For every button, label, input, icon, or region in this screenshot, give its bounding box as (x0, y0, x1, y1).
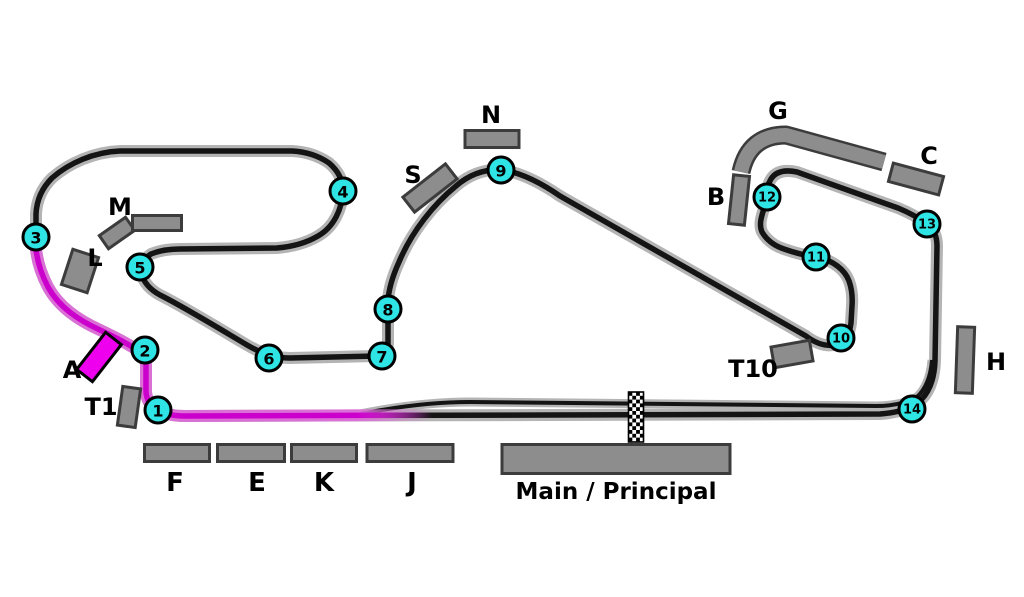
grandstand-label-e: E (248, 468, 266, 498)
grandstand-label-f: F (166, 468, 184, 498)
grandstand-m2 (131, 214, 183, 232)
turn-marker-14: 14 (897, 394, 927, 424)
grandstand-label-s: S (404, 161, 421, 189)
turn-marker-10: 10 (826, 323, 856, 353)
turn-number-1: 1 (152, 402, 163, 421)
turn-marker-8: 8 (373, 294, 403, 324)
start-finish-line (627, 391, 645, 443)
turn-number-3: 3 (30, 229, 41, 248)
grandstand-b (726, 173, 752, 227)
grandstand-label-l: L (87, 244, 102, 272)
grandstand-f (143, 443, 211, 463)
turn-number-9: 9 (495, 162, 506, 181)
grandstand-m (97, 215, 137, 251)
turn-number-12: 12 (758, 191, 776, 206)
grandstand-l (59, 247, 101, 295)
grandstand-e (216, 443, 286, 463)
grandstand-label-n: N (481, 101, 501, 129)
grandstands-layer (59, 129, 977, 475)
grandstand-label-b: B (707, 183, 725, 211)
grandstand-label-c: C (920, 142, 938, 170)
track-outline-casing (30, 145, 943, 422)
grandstand-s (400, 161, 460, 215)
turn-number-6: 6 (263, 350, 274, 369)
turn-number-7: 7 (376, 348, 387, 367)
grandstand-label-a: A (63, 356, 82, 384)
grandstand-label-g: G (768, 97, 788, 125)
grandstand-t1 (115, 384, 143, 430)
grandstand-label-m: M (108, 193, 132, 221)
grandstand-label-h: H (986, 348, 1006, 376)
turn-marker-3: 3 (21, 222, 51, 252)
grandstand-c (886, 161, 946, 197)
turn-number-14: 14 (903, 403, 921, 418)
turn-number-5: 5 (134, 259, 145, 278)
turn-number-11: 11 (807, 251, 825, 266)
turn-number-13: 13 (918, 218, 936, 233)
turn-marker-7: 7 (367, 341, 397, 371)
grandstand-g (731, 125, 887, 175)
turn-marker-12: 12 (752, 182, 782, 212)
turn-number-10: 10 (832, 332, 850, 347)
grandstand-k (290, 443, 358, 463)
grandstand-h (953, 325, 977, 395)
turn-marker-9: 9 (486, 155, 516, 185)
pit-lane (359, 359, 934, 416)
grandstand-label-main: Main / Principal (516, 479, 717, 505)
grandstand-label-j: J (405, 468, 417, 498)
turn-marker-6: 6 (254, 343, 284, 373)
grandstand-label-t1: T1 (84, 393, 117, 421)
grandstand-label-t10: T10 (728, 355, 778, 383)
turn-marker-4: 4 (328, 176, 358, 206)
turn-marker-13: 13 (912, 209, 942, 239)
turn-marker-2: 2 (130, 335, 160, 365)
grandstand-main (500, 443, 732, 475)
grandstand-t10 (769, 338, 815, 370)
grandstand-j (365, 443, 455, 463)
turn-number-8: 8 (382, 301, 393, 320)
turn-marker-11: 11 (801, 242, 831, 272)
grandstand-n (463, 129, 521, 149)
turn-marker-5: 5 (125, 252, 155, 282)
grandstand-label-k: K (314, 468, 335, 498)
grandstand-a (74, 330, 124, 384)
turn-number-4: 4 (337, 183, 348, 202)
turn-number-2: 2 (139, 342, 150, 361)
track-outline (33, 148, 940, 419)
turn-marker-1: 1 (143, 395, 173, 425)
